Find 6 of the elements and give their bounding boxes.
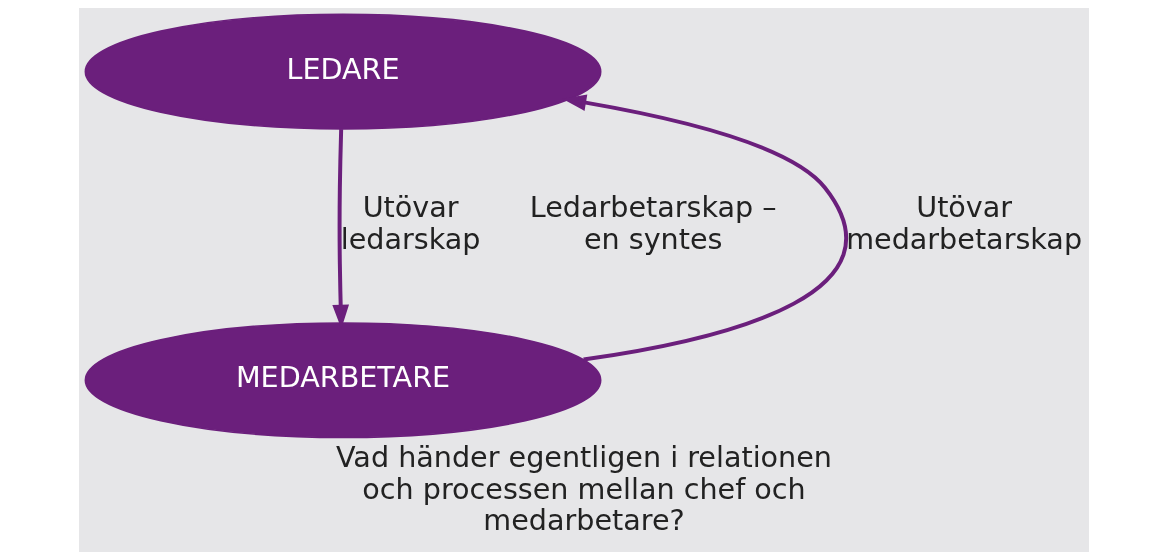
edge-label: Utövar medarbetarskap	[845, 190, 1082, 256]
label: Ledarbetarskap – en syntes	[529, 190, 777, 256]
node-ellipse: LEDARE	[84, 13, 601, 130]
edge-label: Utövar ledarskap	[340, 190, 480, 256]
caption: Vad händer egentligen i relationen och processen mellan chef och medarbetare?	[335, 439, 832, 538]
node-ellipse: MEDARBETARE	[84, 322, 601, 439]
